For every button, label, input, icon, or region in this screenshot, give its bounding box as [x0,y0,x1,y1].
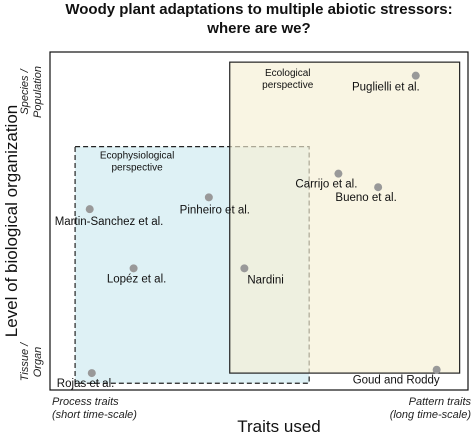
point-marker [432,365,441,374]
point-label: Pinheiro et al. [180,204,250,216]
point-label: Puglielli et al. [352,82,420,94]
point-layer: Puglielli et al. Carrijo et al.Bueno et a… [55,71,441,390]
x-axis-high-label: Pattern traits(long time-scale) [390,396,472,421]
x-axis-label: Traits used [237,417,320,434]
point-label: Martin-Sanchez et al. [55,216,164,228]
point-marker [374,183,383,192]
y-axis-label: Level of biological organization [2,105,21,338]
point-label: Carrijo et al. [295,179,357,191]
point-marker [87,369,96,378]
point-marker [129,264,138,273]
point-label: Lopéz et al. [107,273,166,285]
region-1 [229,61,461,374]
point-marker [85,205,94,214]
y-axis-high-label: Species /Population [19,66,44,118]
x-axis-end-labels: Process traits(short time-scale) Pattern … [52,396,471,421]
point-label: Bueno et al. [335,192,396,204]
x-axis-low-label: Process traits(short time-scale) [52,396,137,421]
point-marker [204,193,213,202]
point-marker [411,71,420,80]
point-marker [334,169,343,178]
plot-frame [49,51,469,391]
point-label: Goud and Roddy [353,375,440,387]
point-marker [240,264,249,273]
point-label: Nardini [247,274,283,286]
point-label: Rojas et al. [57,378,115,390]
chart-title: Woody plant adaptations to multiple abio… [65,1,452,37]
y-axis-low-label: Tissue /Organ [19,342,44,381]
